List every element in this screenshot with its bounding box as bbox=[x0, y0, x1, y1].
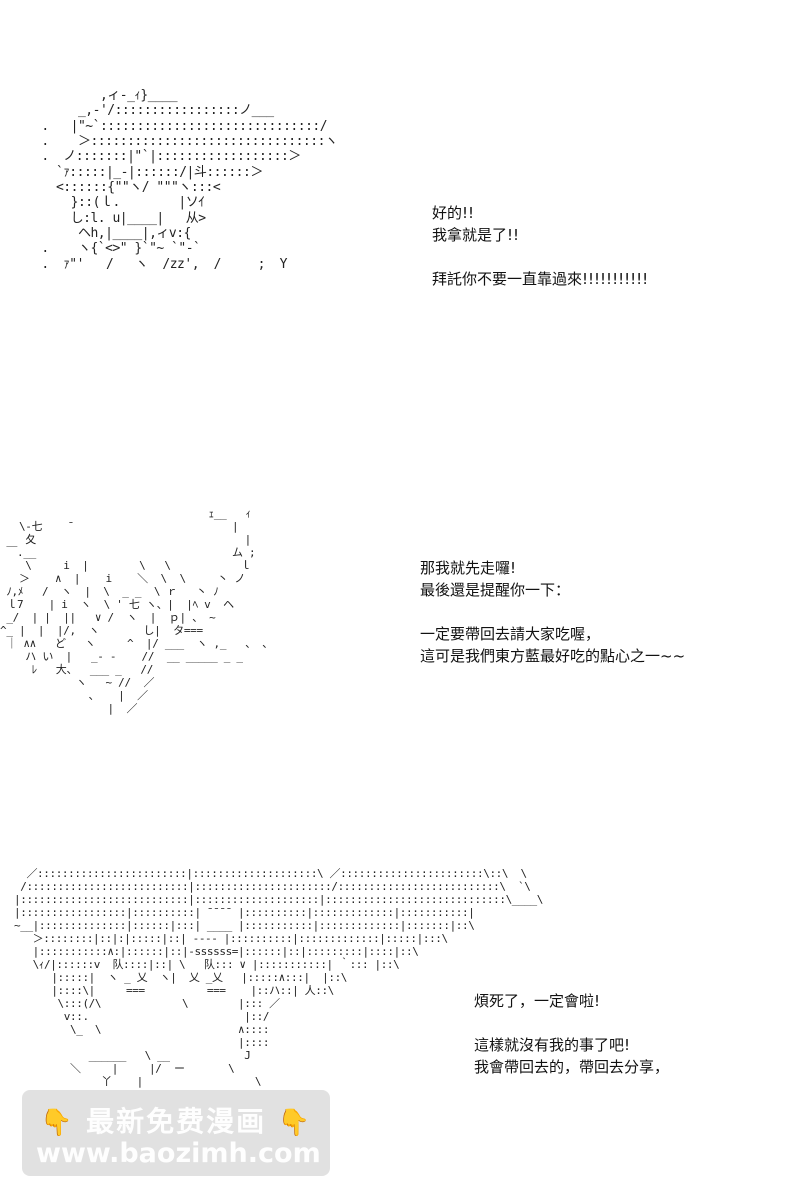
dialogue-line: 好的!! bbox=[432, 204, 475, 222]
dialogue-line bbox=[432, 246, 648, 268]
ascii-art-character: ／::::::::::::::::::::::::|::::::::::::::… bbox=[14, 867, 543, 1088]
hand-pointing-down-icon: 👇 bbox=[277, 1108, 313, 1138]
site-watermark: 👇 最新免费漫画 👇 www.baozimh.com bbox=[22, 1090, 330, 1176]
ascii-art-character: ,ィ-_ｨ}____ _,-'/:::::::::::::::::ノ___ . … bbox=[41, 88, 338, 272]
dialogue-line: 我拿就是了!! bbox=[432, 226, 520, 244]
manga-panel-3: ／::::::::::::::::::::::::|::::::::::::::… bbox=[0, 855, 800, 1200]
dialogue-line: 我會帶回去的，帶回去分享， bbox=[474, 1058, 670, 1076]
hand-pointing-down-icon: 👇 bbox=[40, 1108, 75, 1138]
watermark-title: 最新免费漫画 bbox=[86, 1105, 267, 1138]
watermark-title-row: 👇 最新免费漫画 👇 bbox=[40, 1100, 312, 1140]
dialogue-line bbox=[474, 1012, 669, 1034]
dialogue-line: 那我就先走囉! bbox=[420, 559, 517, 577]
dialogue-block: 煩死了，一定會啦! 這樣就沒有我的事了吧! 我會帶回去的，帶回去分享， bbox=[474, 990, 669, 1078]
dialogue-line: 最後還是提醒你一下： bbox=[420, 581, 571, 599]
dialogue-line: 拜託你不要一直靠過來!!!!!!!!!!! bbox=[432, 270, 649, 288]
dialogue-line: 一定要帶回去請大家吃喔， bbox=[420, 625, 601, 643]
dialogue-block: 好的!! 我拿就是了!! 拜託你不要一直靠過來!!!!!!!!!!! bbox=[432, 202, 648, 290]
manga-panel-2: ｪ__ ｨ \-七 ¯ | 夂 | ￣.__ ム ; \ i | \ \ ｌ ＞… bbox=[0, 500, 800, 840]
ascii-art-character: ｪ__ ｨ \-七 ¯ | 夂 | ￣.__ ム ; \ i | \ \ ｌ ＞… bbox=[0, 507, 273, 715]
dialogue-line bbox=[420, 601, 685, 623]
manga-panel-1: ,ィ-_ｨ}____ _,-'/:::::::::::::::::ノ___ . … bbox=[0, 0, 800, 430]
dialogue-line: 這樣就沒有我的事了吧! bbox=[474, 1036, 631, 1054]
watermark-url: www.baozimh.com bbox=[36, 1138, 321, 1169]
dialogue-block: 那我就先走囉! 最後還是提醒你一下： 一定要帶回去請大家吃喔， 這可是我們東方藍… bbox=[420, 557, 685, 667]
dialogue-line: 這可是我們東方藍最好吃的點心之一~~ bbox=[420, 647, 686, 665]
dialogue-line: 煩死了，一定會啦! bbox=[474, 992, 601, 1010]
